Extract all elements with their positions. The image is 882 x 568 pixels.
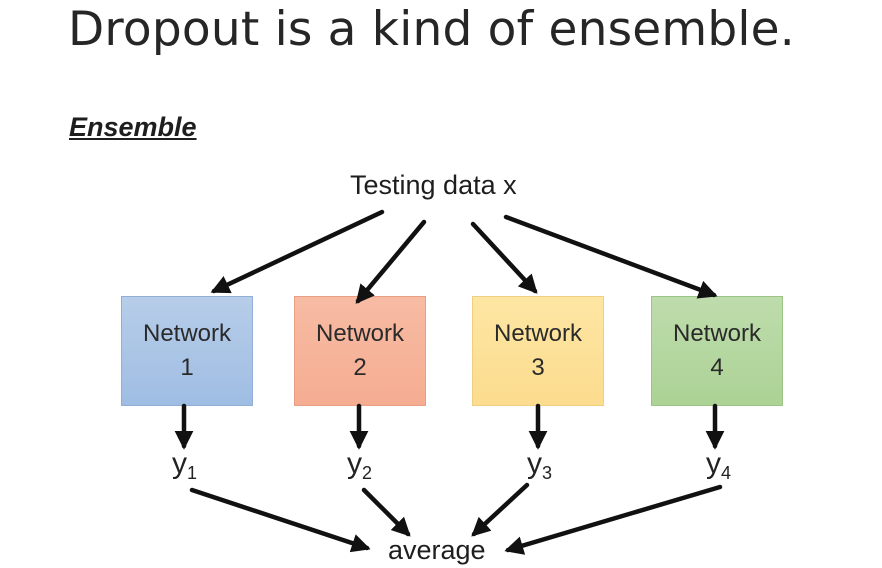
network-3-name: Network (493, 320, 583, 347)
network-1-name: Network (142, 320, 232, 347)
arrow-input-to-network-4 (503, 214, 718, 299)
output-y2-symbol: y (347, 447, 362, 480)
output-y2-index: 2 (362, 463, 373, 483)
arrow-input-to-network-3 (470, 221, 538, 294)
slide-title: Dropout is a kind of ensemble. (68, 2, 795, 57)
output-y4-symbol: y (706, 447, 721, 480)
network-3-box: Network 3 (472, 296, 604, 406)
testing-data-label: Testing data x (350, 170, 517, 200)
arrow-y2-to-average (361, 487, 411, 537)
network-4-number: 4 (710, 354, 724, 381)
output-y4-index: 4 (721, 463, 732, 483)
output-y3-index: 3 (542, 463, 553, 483)
output-y3: y3 (527, 447, 552, 484)
network-2-name: Network (315, 320, 405, 347)
output-y1-symbol: y (172, 447, 187, 480)
network-4-box: Network 4 (651, 296, 783, 406)
network-3-number: 3 (531, 354, 545, 381)
average-label: average (388, 535, 486, 565)
arrow-input-to-network-1 (210, 209, 385, 294)
output-y3-symbol: y (527, 447, 542, 480)
output-y4: y4 (706, 447, 731, 484)
output-y1: y1 (172, 447, 197, 484)
network-1-number: 1 (180, 354, 194, 381)
arrow-input-to-network-2 (355, 219, 427, 304)
network-1-box: Network 1 (121, 296, 253, 406)
arrow-y4-to-average (504, 484, 723, 555)
arrow-y3-to-average (471, 482, 530, 537)
section-heading: Ensemble (69, 112, 197, 142)
network-4-name: Network (672, 320, 762, 347)
arrow-y1-to-average (189, 487, 371, 553)
output-y2: y2 (347, 447, 372, 484)
network-2-number: 2 (353, 354, 367, 381)
output-y1-index: 1 (187, 463, 198, 483)
